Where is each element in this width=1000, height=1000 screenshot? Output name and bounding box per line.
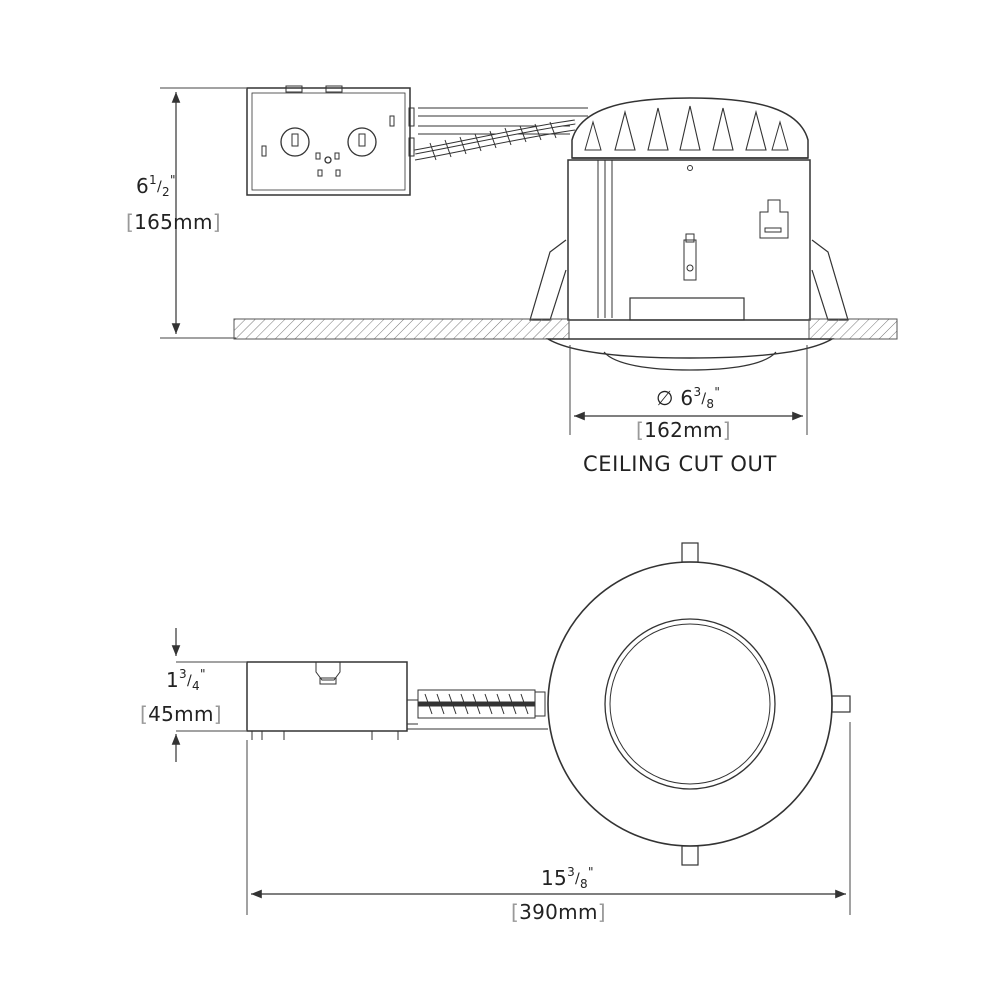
- height-metric-label: [165mm]: [126, 210, 221, 234]
- length-metric-label: [390mm]: [511, 900, 606, 924]
- cutout-inch-slash: /: [701, 391, 707, 407]
- height-inch-mark: ": [169, 173, 176, 187]
- can-housing: [529, 159, 849, 321]
- height-inch-label: 61/2": [136, 173, 176, 199]
- bracket-close: ]: [213, 702, 222, 726]
- length-inch-num: 3: [567, 865, 575, 879]
- box-height-metric-label: [45mm]: [140, 702, 222, 726]
- junction-box-top: [246, 661, 418, 740]
- bracket-close: ]: [212, 210, 221, 234]
- length-inch-label: 153/8": [541, 865, 594, 891]
- box-height-whole: 1: [166, 668, 180, 692]
- box-height-inch-label: 13/4": [166, 667, 206, 693]
- cutout-inch-whole: 6: [680, 386, 694, 410]
- cutout-inch-label: ∅ 63/8": [656, 385, 721, 411]
- box-height-metric-value: 45mm: [148, 702, 214, 726]
- top-view: [171, 542, 851, 915]
- height-inch-whole: 6: [136, 174, 150, 198]
- cutout-metric-value: 162mm: [644, 418, 723, 442]
- height-dimension: [160, 87, 246, 339]
- trim-side: [545, 338, 835, 371]
- length-metric-value: 390mm: [519, 900, 598, 924]
- length-inch-mark: ": [587, 865, 594, 879]
- cutout-inch-mark: ": [714, 385, 721, 399]
- box-height-dimension: [171, 628, 246, 762]
- bracket-close: ]: [722, 418, 731, 442]
- box-height-den: 4: [192, 679, 200, 693]
- length-inch-whole: 15: [541, 866, 568, 890]
- heat-sink-dome: [571, 97, 809, 159]
- bracket-open: [: [140, 702, 149, 726]
- junction-box-side: [246, 85, 415, 196]
- height-inch-num: 1: [149, 173, 157, 187]
- side-view: [160, 85, 898, 435]
- box-height-mark: ": [199, 667, 206, 681]
- height-metric-value: 165mm: [134, 210, 213, 234]
- diameter-icon: ∅: [656, 386, 674, 410]
- box-height-num: 3: [179, 667, 187, 681]
- cutout-metric-label: [162mm]: [636, 418, 731, 442]
- length-inch-den: 8: [580, 877, 588, 891]
- bracket-open: [: [636, 418, 645, 442]
- height-inch-den: 2: [162, 185, 170, 199]
- trim-ring-top: [547, 542, 851, 866]
- ceiling-section: [233, 318, 898, 340]
- cutout-inch-den: 8: [706, 397, 715, 411]
- conduit-side: [414, 107, 588, 161]
- length-inch-slash: /: [575, 871, 581, 887]
- cutout-inch-num: 3: [693, 385, 702, 399]
- bracket-open: [: [511, 900, 520, 924]
- cutout-dimension: [569, 345, 808, 435]
- ceiling-cut-out-label: CEILING CUT OUT: [583, 452, 777, 476]
- height-inch-slash: /: [156, 179, 162, 195]
- bracket-open: [: [126, 210, 135, 234]
- box-height-slash: /: [186, 673, 192, 689]
- conduit-top: [407, 689, 548, 730]
- overall-length-dimension: [246, 722, 851, 915]
- bracket-close: ]: [597, 900, 606, 924]
